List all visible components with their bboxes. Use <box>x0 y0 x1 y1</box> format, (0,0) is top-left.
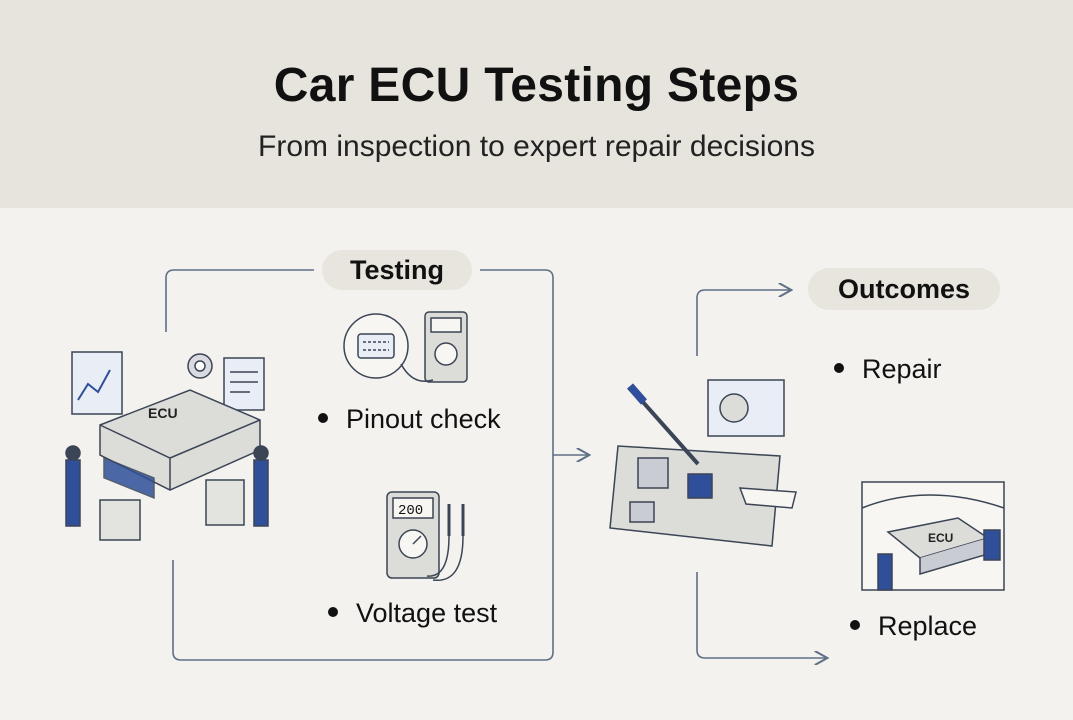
connector-to-repair <box>697 290 790 356</box>
hand-icon <box>984 530 1000 560</box>
voltage-test-illustration: 200 <box>383 488 479 588</box>
repair-illustration <box>600 378 800 548</box>
outcome-repair: Repair <box>834 354 942 385</box>
microchip-icon <box>688 474 712 498</box>
bullet-dot <box>328 607 338 617</box>
multimeter-display: 200 <box>398 503 423 519</box>
step-voltage-test: Voltage test <box>328 598 497 629</box>
outcome-label: Repair <box>862 354 942 384</box>
step-pinout-check: Pinout check <box>318 404 501 435</box>
bullet-dot <box>318 413 328 423</box>
step-label: Pinout check <box>346 404 501 434</box>
outcome-label: Replace <box>878 611 977 641</box>
pinout-check-illustration <box>343 308 473 388</box>
diagnostic-tester <box>206 480 244 525</box>
technician-right <box>254 460 268 526</box>
bullet-dot <box>834 363 844 373</box>
ecu-workshop-illustration: ECU <box>60 340 280 555</box>
connector-top-left <box>166 270 314 332</box>
connector-to-replace <box>697 572 826 658</box>
document-panel-icon <box>224 358 264 410</box>
ecu-label: ECU <box>148 405 178 421</box>
bullet-dot <box>850 620 860 630</box>
connector-to-repair-stage <box>553 452 588 455</box>
hand-icon <box>878 554 892 590</box>
step-label: Voltage test <box>356 598 497 628</box>
monitor-chart-icon <box>72 352 122 414</box>
testing-label: Testing <box>322 250 472 290</box>
outcome-replace: Replace <box>850 611 977 642</box>
replace-illustration: ECU <box>858 478 1008 598</box>
diagnostic-cart <box>100 500 140 540</box>
connector-icon <box>358 334 394 358</box>
technician-left <box>66 460 80 526</box>
outcomes-label: Outcomes <box>808 268 1000 310</box>
replace-ecu-label: ECU <box>928 531 953 545</box>
